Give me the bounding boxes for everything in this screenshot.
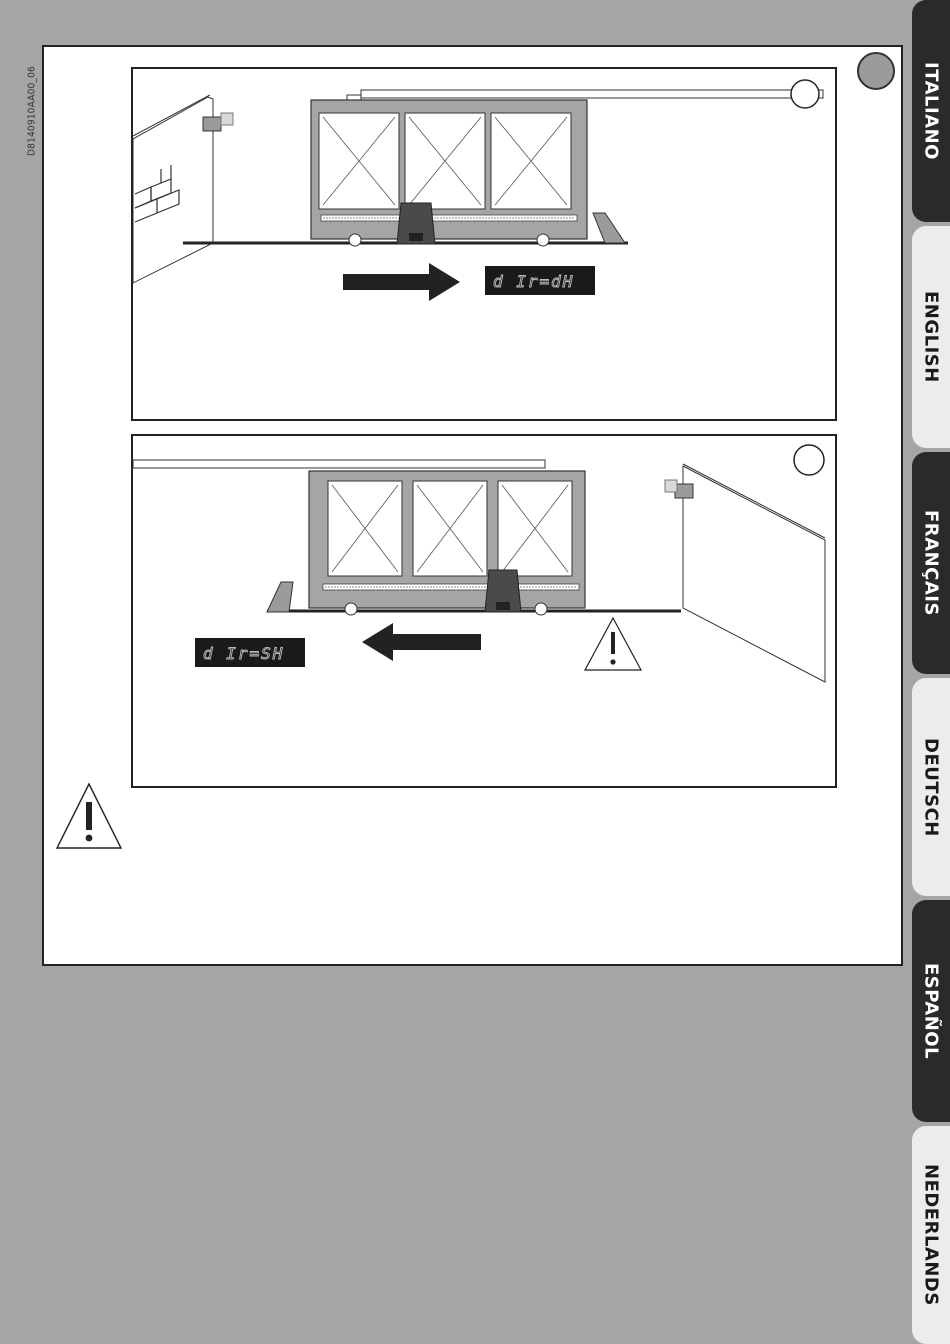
warning-triangle-icon: [585, 618, 641, 670]
direction-arrow-icon: [362, 623, 481, 661]
photocell: [675, 484, 693, 498]
control-display: d Ir=dH: [485, 266, 595, 295]
numbered-disc-icon: [791, 80, 819, 108]
tab-nederlands[interactable]: NEDERLANDS: [912, 1126, 950, 1344]
end-stop: [267, 582, 293, 612]
photocell: [203, 117, 221, 131]
warning-triangle-icon: [54, 782, 124, 850]
wall-right: [683, 464, 825, 682]
language-tabs: ITALIANO ENGLISH FRANÇAIS DEUTSCH ESPAÑO…: [910, 0, 950, 1344]
direction-arrow-icon: [343, 263, 460, 301]
sliding-gate: [309, 471, 585, 615]
tab-label: ESPAÑOL: [921, 963, 942, 1059]
numbered-disc-icon: [857, 52, 895, 90]
tab-label: ENGLISH: [921, 291, 942, 383]
tab-deutsch[interactable]: DEUTSCH: [912, 678, 950, 896]
display-readout: d Ir=SH: [203, 644, 284, 663]
tab-label: NEDERLANDS: [921, 1164, 942, 1306]
tab-english[interactable]: ENGLISH: [912, 226, 950, 448]
display-readout: d Ir=dH: [493, 272, 574, 291]
sliding-gate: [311, 100, 587, 246]
numbered-disc-icon: [794, 445, 824, 475]
tab-espanol[interactable]: ESPAÑOL: [912, 900, 950, 1122]
figure-bottom-panel: d Ir=SH: [131, 434, 837, 788]
tab-label: FRANÇAIS: [921, 510, 942, 616]
gearmotor: [485, 570, 521, 612]
gearmotor: [397, 203, 435, 244]
tab-label: ITALIANO: [921, 62, 942, 160]
end-stop: [593, 213, 625, 243]
figure-top-panel: d Ir=dH: [131, 67, 837, 421]
top-guide-rail: [361, 90, 823, 98]
tab-francais[interactable]: FRANÇAIS: [912, 452, 950, 674]
tab-label: DEUTSCH: [921, 738, 942, 837]
tab-italiano[interactable]: ITALIANO: [912, 0, 950, 222]
control-display: d Ir=SH: [195, 638, 305, 667]
document-code: D8140910AA00_06: [22, 46, 42, 156]
wall-left: [133, 95, 213, 283]
